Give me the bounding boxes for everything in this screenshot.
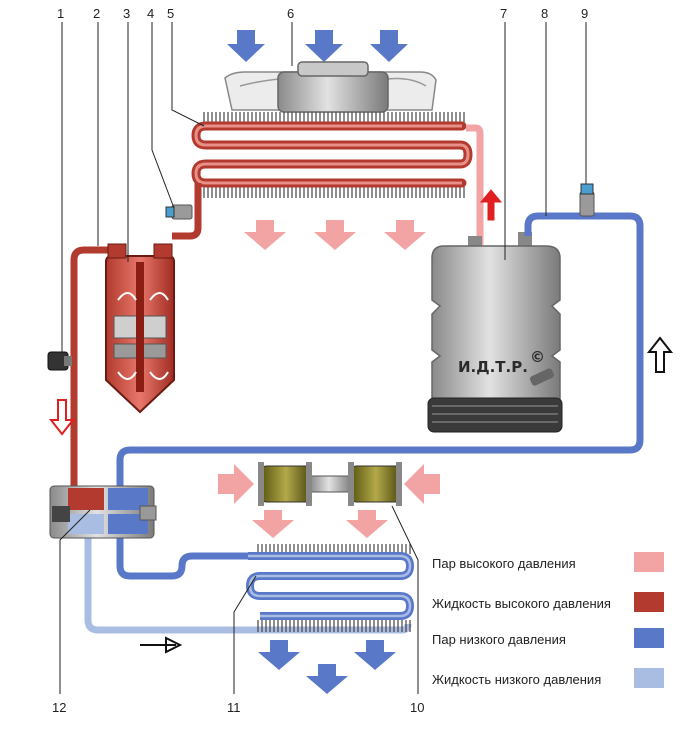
air-in-arrows-blower: [218, 464, 440, 538]
condenser-fan: [224, 61, 437, 113]
high-pressure-liquid-line: [172, 183, 202, 240]
air-arrow-icon: [244, 220, 286, 250]
black-flow-arrow-icon: [140, 636, 183, 654]
black-flow-arrow-icon: [646, 336, 674, 373]
callout-numbers: 1 2 3 4 5 6 7 8 9 10 11 12: [52, 6, 588, 715]
pressure-switch: [47, 351, 72, 371]
callout-6: 6: [287, 6, 294, 21]
air-arrow-icon: [306, 664, 348, 694]
low-pressure-suction-line: [116, 530, 248, 580]
callout-9: 9: [581, 6, 588, 21]
air-arrow-icon: [354, 640, 396, 670]
callout-7: 7: [500, 6, 507, 21]
callout-8: 8: [541, 6, 548, 21]
air-arrow-icon: [384, 220, 426, 250]
air-out-arrows-condenser: [244, 220, 426, 250]
air-out-arrows-evaporator: [258, 640, 396, 694]
evaporator-blower: [258, 462, 402, 506]
service-valve-low: [579, 183, 595, 217]
legend-label: Пар низкого давления: [432, 632, 566, 647]
air-arrow-icon: [218, 464, 254, 504]
compressor-brand-label: И.Д.Т.Р.: [458, 358, 528, 376]
legend-label: Пар высокого давления: [432, 556, 576, 571]
legend-label: Жидкость низкого давления: [432, 672, 601, 687]
air-arrow-icon: [305, 30, 343, 62]
legend-label: Жидкость высокого давления: [432, 596, 611, 611]
red-flow-arrow-icon: [479, 189, 503, 221]
air-in-arrows-top: [227, 30, 408, 62]
callout-5: 5: [167, 6, 174, 21]
callout-2: 2: [93, 6, 100, 21]
high-pressure-vapor-line: [466, 124, 484, 245]
receiver-dryer: [105, 243, 175, 414]
evaporator: [245, 544, 415, 632]
callout-1: 1: [57, 6, 64, 21]
callout-4: 4: [147, 6, 154, 21]
red-flow-arrow-icon: [48, 399, 76, 436]
low-pressure-vapor-line: [116, 212, 644, 498]
air-arrow-icon: [370, 30, 408, 62]
callout-3: 3: [123, 6, 130, 21]
legend-swatch: [634, 628, 664, 648]
callout-leaders: [59, 22, 587, 694]
legend-swatch: [634, 668, 664, 688]
callout-10: 10: [410, 700, 424, 715]
liquid-line-to-expansion-valve: [70, 246, 112, 490]
callout-11: 11: [227, 700, 241, 715]
compressor: И.Д.Т.Р. ©: [427, 232, 563, 433]
air-arrow-icon: [314, 220, 356, 250]
low-pressure-liquid-line: [84, 530, 412, 634]
air-arrow-icon: [346, 510, 388, 538]
air-arrow-icon: [227, 30, 265, 62]
air-arrow-icon: [252, 510, 294, 538]
legend-swatch: [634, 552, 664, 572]
condenser: [191, 112, 473, 198]
air-arrow-icon: [258, 640, 300, 670]
legend-swatch: [634, 592, 664, 612]
callout-12: 12: [52, 700, 66, 715]
compressor-brand-mark: ©: [530, 348, 545, 366]
air-arrow-icon: [404, 464, 440, 504]
expansion-valve: [49, 485, 157, 539]
service-valve-high: [165, 204, 193, 220]
